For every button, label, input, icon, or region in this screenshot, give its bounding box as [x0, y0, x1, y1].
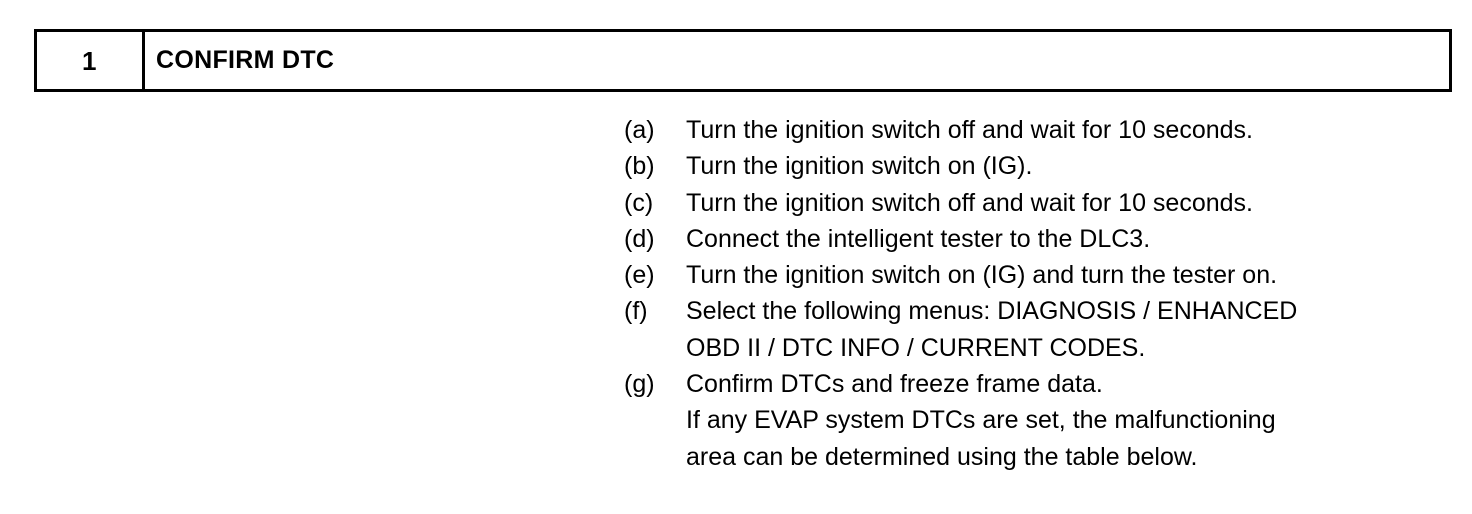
step-title: CONFIRM DTC — [156, 46, 335, 74]
instruction-text: OBD II / DTC INFO / CURRENT CODES. — [686, 333, 1146, 362]
instruction-line: (a) Turn the ignition switch off and wai… — [624, 112, 1454, 148]
instruction-line: (f) Select the following menus: DIAGNOSI… — [624, 293, 1454, 329]
instruction-text: Confirm DTCs and freeze frame data. — [686, 370, 1103, 399]
instruction-list: (a) Turn the ignition switch off and wai… — [624, 112, 1454, 475]
instruction-text: Turn the ignition switch on (IG) and tur… — [686, 261, 1278, 290]
instruction-line: (b) Turn the ignition switch on (IG). — [624, 148, 1454, 184]
step-number: 1 — [82, 45, 97, 76]
instruction-marker: (c) — [624, 188, 654, 217]
instruction-line: (c) Turn the ignition switch off and wai… — [624, 185, 1454, 221]
step-header-box: 1 CONFIRM DTC — [34, 29, 1452, 92]
instruction-text: Connect the intelligent tester to the DL… — [686, 224, 1151, 253]
instruction-continuation-line: area can be determined using the table b… — [624, 439, 1454, 475]
instruction-line: (g) Confirm DTCs and freeze frame data. — [624, 366, 1454, 402]
instruction-marker: (a) — [624, 116, 655, 144]
instruction-marker: (e) — [624, 261, 655, 290]
instruction-text: Select the following menus: DIAGNOSIS / … — [686, 297, 1298, 326]
step-title-cell: CONFIRM DTC — [145, 32, 1449, 89]
instruction-line: (e) Turn the ignition switch on (IG) and… — [624, 257, 1454, 293]
instruction-marker: (d) — [624, 224, 655, 253]
step-number-cell: 1 — [37, 32, 145, 89]
instruction-text: Turn the ignition switch on (IG). — [686, 152, 1033, 181]
instruction-continuation-line: OBD II / DTC INFO / CURRENT CODES. — [624, 330, 1454, 366]
instruction-marker: (g) — [624, 370, 655, 399]
instruction-continuation-line: If any EVAP system DTCs are set, the mal… — [624, 402, 1454, 438]
instruction-text: area can be determined using the table b… — [686, 442, 1198, 471]
instruction-marker: (f) — [624, 297, 648, 326]
instruction-text: If any EVAP system DTCs are set, the mal… — [686, 406, 1276, 435]
instruction-text: Turn the ignition switch off and wait fo… — [686, 188, 1253, 217]
instruction-line: (d) Connect the intelligent tester to th… — [624, 221, 1454, 257]
instruction-text: Turn the ignition switch off and wait fo… — [686, 116, 1253, 144]
instruction-marker: (b) — [624, 152, 655, 181]
